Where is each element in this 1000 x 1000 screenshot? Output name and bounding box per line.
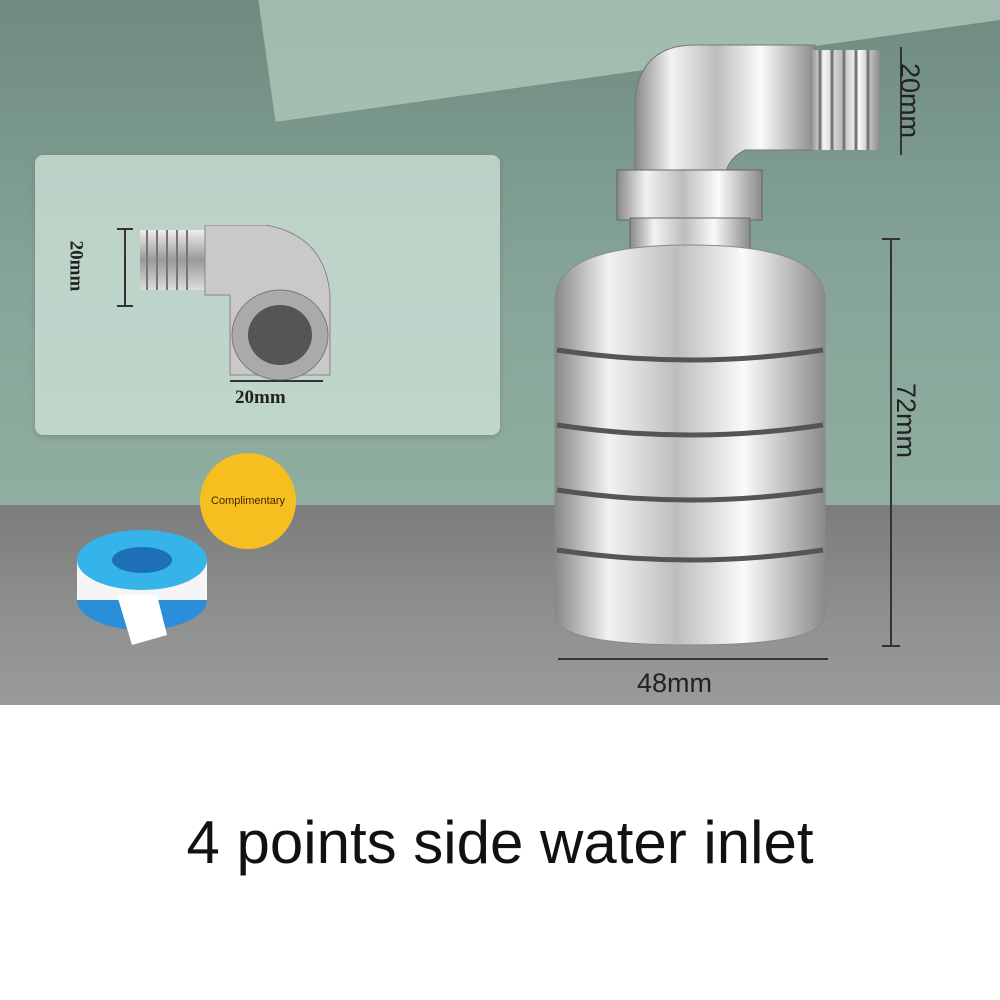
dim-line bbox=[890, 238, 892, 646]
dim-line bbox=[882, 238, 900, 240]
badge-text: Complimentary bbox=[211, 495, 285, 507]
dim-line bbox=[900, 47, 902, 155]
dim-line bbox=[117, 305, 133, 307]
dim-line bbox=[124, 228, 126, 306]
top-thread-label: 20mm bbox=[895, 62, 926, 139]
inset-height-label: 20mm bbox=[65, 240, 87, 292]
dim-line bbox=[558, 658, 828, 660]
dim-line bbox=[230, 380, 323, 382]
dim-line bbox=[882, 645, 900, 647]
ptfe-tape-image bbox=[77, 530, 207, 645]
caption: 4 points side water inlet bbox=[186, 809, 814, 876]
body-height-label: 72mm bbox=[891, 382, 922, 459]
inset-width-label: 20mm bbox=[235, 387, 286, 408]
float-valve-image bbox=[554, 44, 880, 646]
elbow-fitting-image bbox=[140, 225, 331, 381]
product-photo: 20mm 20mm Complimentary 20mm 72mm 48mm bbox=[0, 0, 1000, 705]
body-width-label: 48mm bbox=[637, 668, 713, 698]
complimentary-badge: Complimentary bbox=[200, 453, 296, 549]
